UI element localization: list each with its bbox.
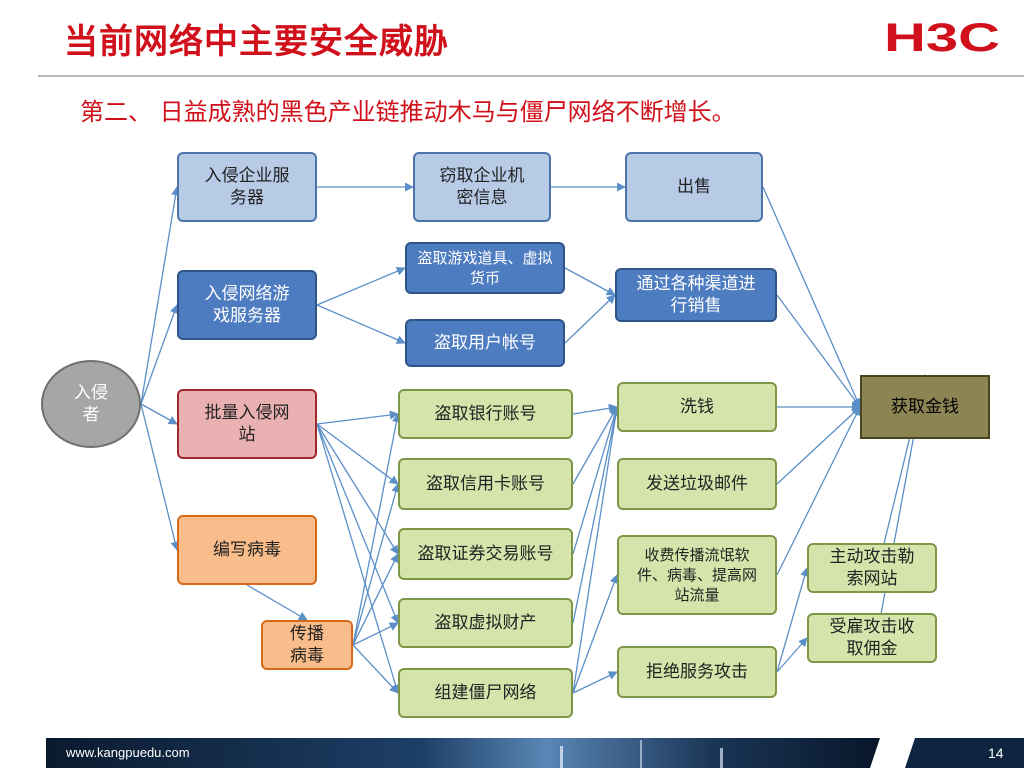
- svg-text:H3C: H3C: [884, 18, 1000, 56]
- node-steal-virtual: 盗取虚拟财产: [398, 598, 573, 648]
- connector-spread_virus-to-steal_bank: [352, 413, 401, 646]
- node-steal-bank: 盗取银行账号: [398, 389, 573, 439]
- node-steal-game-items: 盗取游戏道具、虚拟货币: [405, 242, 565, 294]
- h3c-logo: H3C: [884, 18, 1000, 56]
- connector-sell_channels-to-get_money: [776, 294, 861, 408]
- node-build-botnet: 组建僵尸网络: [398, 668, 573, 718]
- connector-steal_game_items-to-sell_channels: [564, 267, 616, 296]
- node-spread-virus: 传播病毒: [261, 620, 353, 670]
- node-steal-credit: 盗取信用卡账号: [398, 458, 573, 510]
- node-mass-invade: 批量入侵网站: [177, 389, 317, 459]
- connector-mass_invade-to-steal_credit: [316, 423, 399, 485]
- connector-invade_game-to-steal_game_items: [316, 266, 406, 306]
- page-number: 14: [988, 745, 1004, 761]
- node-launder: 洗钱: [617, 382, 777, 432]
- connector-spread_virus-to-steal_securities: [352, 553, 399, 646]
- node-invade-enterprise: 入侵企业服务器: [177, 152, 317, 222]
- connector-steal_securities-to-launder: [572, 406, 620, 555]
- footer-banner: [46, 738, 1024, 768]
- connector-invade_game-to-steal_user_account: [316, 304, 406, 344]
- connector-spread_virus-to-steal_credit: [352, 483, 401, 646]
- connector-spread_virus-to-steal_virtual: [352, 622, 399, 646]
- connector-write_virus-to-spread_virus: [246, 584, 308, 621]
- connector-ddos-to-extort: [776, 567, 810, 673]
- connector-steal_virtual-to-launder: [572, 406, 620, 624]
- connector-steal_user_account-to-sell_channels: [564, 294, 616, 344]
- footer-url[interactable]: www.kangpuedu.com: [66, 745, 190, 760]
- connector-mass_invade-to-steal_securities: [316, 423, 399, 555]
- connector-spam-to-get_money: [776, 406, 861, 485]
- connector-spread_virus-to-build_botnet: [352, 644, 399, 694]
- node-ddos: 拒绝服务攻击: [617, 646, 777, 698]
- connector-sell-to-get_money: [762, 186, 861, 408]
- connector-steal_bank-to-launder: [572, 403, 618, 415]
- node-invade-game: 入侵网络游戏服务器: [177, 270, 317, 340]
- node-get-money: 获取金钱: [860, 375, 990, 439]
- connector-paid_spread-to-get_money: [776, 406, 861, 576]
- connector-build_botnet-to-paid_spread: [572, 574, 619, 694]
- connector-mass_invade-to-steal_bank: [316, 410, 399, 425]
- node-spam: 发送垃圾邮件: [617, 458, 777, 510]
- connector-build_botnet-to-ddos: [572, 671, 618, 694]
- connector-lines: [140, 182, 928, 694]
- connector-attacker-to-invade_enterprise: [140, 186, 181, 405]
- connector-attacker-to-write_virus: [140, 403, 180, 551]
- page-title: 当前网络中主要安全威胁: [64, 22, 449, 62]
- node-sell-channels: 通过各种渠道进行销售: [615, 268, 777, 322]
- node-steal-securities: 盗取证券交易账号: [398, 528, 573, 580]
- node-attacker: 入侵者: [41, 360, 141, 448]
- node-hired-attack: 受雇攻击收取佣金: [807, 613, 937, 663]
- subtitle: 第二、 日益成熟的黑色产业链推动木马与僵尸网络不断增长。: [80, 98, 736, 126]
- connector-ddos-to-hired_attack: [776, 637, 808, 673]
- connector-build_botnet-to-launder: [572, 406, 621, 694]
- connector-attacker-to-mass_invade: [140, 403, 178, 425]
- node-extort: 主动攻击勒索网站: [807, 543, 937, 593]
- node-sell: 出售: [625, 152, 763, 222]
- node-paid-spread: 收费传播流氓软件、病毒、提高网站流量: [617, 535, 777, 615]
- title-divider: [38, 75, 1024, 77]
- connector-mass_invade-to-build_botnet: [316, 423, 400, 694]
- node-write-virus: 编写病毒: [177, 515, 317, 585]
- node-steal-secrets: 窃取企业机密信息: [413, 152, 551, 222]
- connector-steal_credit-to-launder: [572, 406, 618, 485]
- connector-attacker-to-invade_game: [140, 304, 179, 405]
- connector-mass_invade-to-steal_virtual: [316, 423, 400, 624]
- node-steal-user-account: 盗取用户帐号: [405, 319, 565, 367]
